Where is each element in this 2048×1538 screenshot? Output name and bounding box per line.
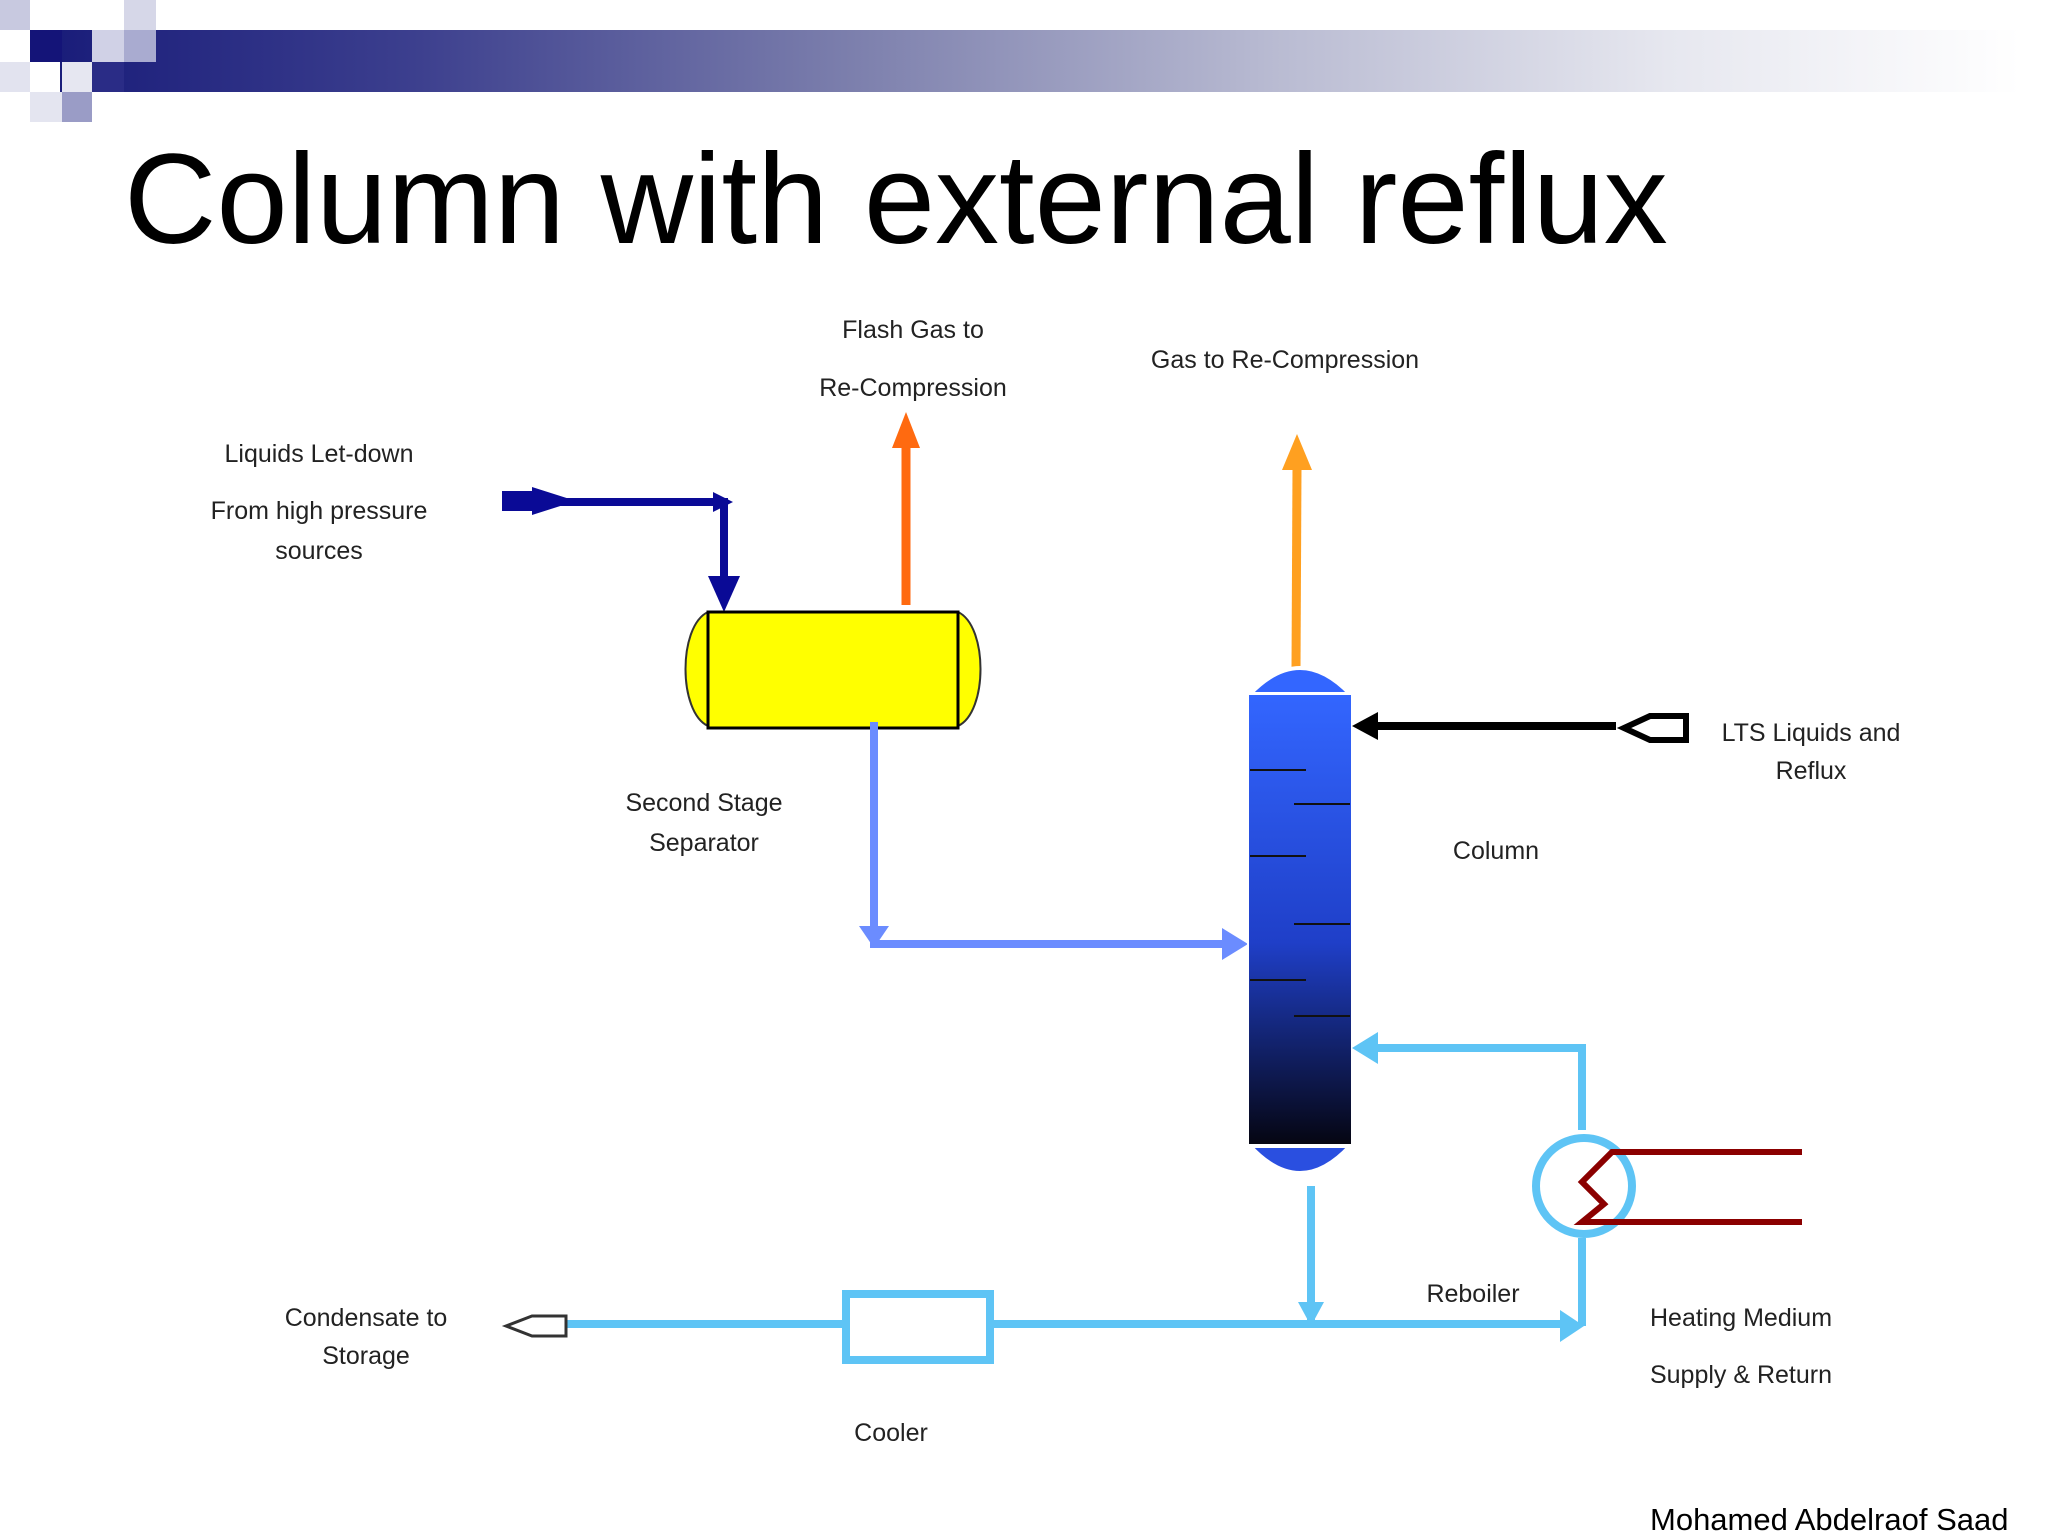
column-vessel	[1245, 666, 1355, 1175]
label-liquids-letdown: sources	[275, 537, 363, 565]
decor-square	[62, 92, 92, 122]
bottoms-line	[566, 1186, 1584, 1342]
label-second-stage-separator: Second Stage	[625, 789, 782, 817]
flash-gas-line	[892, 412, 920, 605]
condensate-outlet-arrow	[501, 1314, 568, 1338]
cooler	[842, 1290, 994, 1364]
label-condensate-storage: Condensate to	[285, 1304, 448, 1332]
gas-out-line	[1282, 434, 1312, 669]
second-stage-separator	[684, 610, 982, 730]
label-gas-recompression: Gas to Re-Compression	[1151, 346, 1419, 374]
label-flash-gas: Re-Compression	[819, 374, 1007, 402]
decor-square	[124, 0, 156, 30]
label-lts-liquids-reflux: Reflux	[1776, 757, 1847, 785]
decor-square	[0, 0, 30, 30]
label-reboiler: Reboiler	[1426, 1280, 1519, 1308]
slide-title: Column with external reflux	[124, 128, 1668, 271]
reboiler-return-line	[1352, 1032, 1586, 1326]
decor-square	[124, 30, 156, 62]
label-heating-medium: Supply & Return	[1650, 1361, 1832, 1389]
decor-square	[30, 92, 62, 122]
separator-liquid-line	[859, 722, 1248, 960]
decor-square	[92, 30, 124, 62]
label-column: Column	[1453, 837, 1539, 865]
author-footer: Mohamed Abdelraof Saad	[1650, 1502, 2009, 1537]
reflux-line	[1352, 712, 1689, 743]
label-cooler: Cooler	[854, 1419, 928, 1447]
label-flash-gas: Flash Gas to	[842, 316, 984, 344]
decor-square	[0, 62, 30, 92]
label-liquids-letdown: Liquids Let-down	[224, 440, 413, 468]
label-liquids-letdown: From high pressure	[211, 497, 428, 525]
decor-square	[62, 62, 92, 92]
label-condensate-storage: Storage	[322, 1342, 410, 1370]
label-second-stage-separator: Separator	[649, 829, 759, 857]
reboiler	[1532, 1134, 1802, 1238]
decor-square	[92, 62, 124, 92]
label-heating-medium: Heating Medium	[1650, 1304, 1832, 1332]
label-lts-liquids-reflux: LTS Liquids and	[1722, 719, 1901, 747]
header-gradient-bar	[60, 30, 2020, 92]
feed-line	[502, 487, 740, 612]
decor-square	[30, 30, 62, 62]
